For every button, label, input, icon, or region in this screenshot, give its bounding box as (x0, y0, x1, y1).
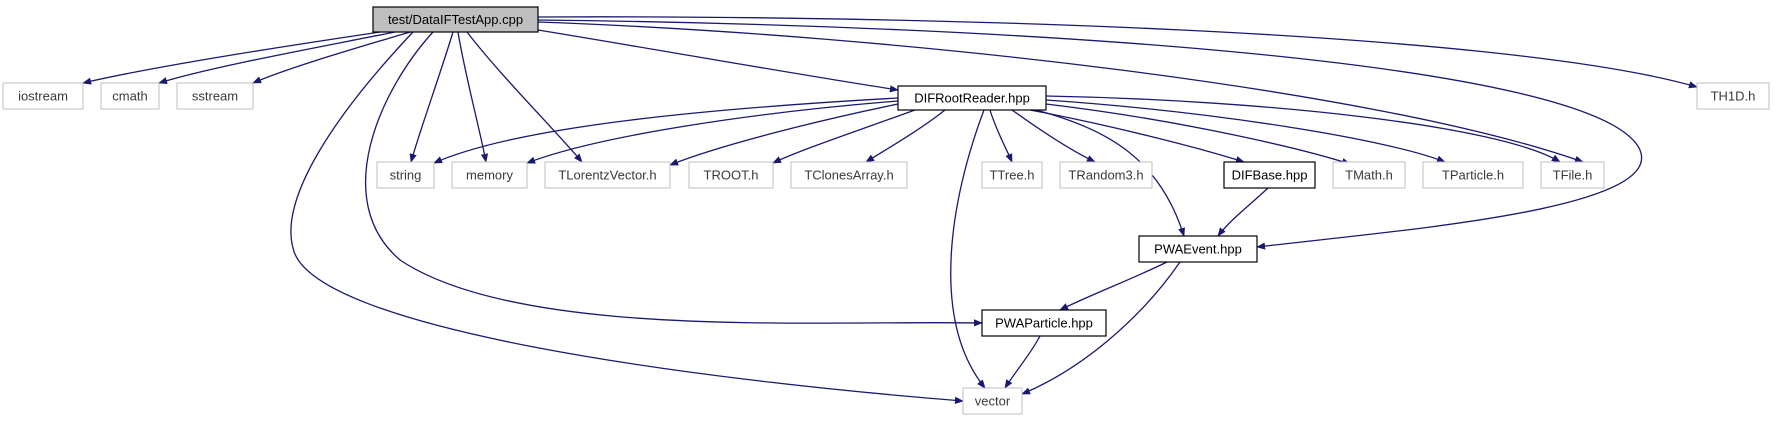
node-label-string: string (390, 168, 422, 183)
node-PWAEvent[interactable]: PWAEvent.hpp (1138, 235, 1258, 263)
node-box-TTree (981, 161, 1043, 189)
edge-DIFRootReader-to-TRandom3 (1011, 109, 1096, 163)
node-label-TParticle: TParticle.h (1442, 168, 1504, 183)
node-iostream: iostream (2, 82, 84, 110)
node-label-TH1D: TH1D.h (1711, 89, 1756, 104)
node-label-TRandom3: TRandom3.h (1068, 168, 1143, 183)
node-TLorentzVector: TLorentzVector.h (544, 161, 671, 189)
edge-test-to-sstream (252, 31, 411, 84)
edge-PWAEvent-to-PWAParticle (1059, 261, 1168, 311)
node-label-iostream: iostream (18, 89, 68, 104)
edge-DIFRootReader-to-TLorentzVector (669, 103, 899, 166)
node-string: string (376, 161, 435, 189)
node-TClonesArray: TClonesArray.h (790, 161, 908, 189)
node-box-test (372, 6, 539, 33)
edge-test-to-TH1D (537, 16, 1698, 89)
node-box-DIFBase (1223, 161, 1316, 189)
edge-DIFRootReader-to-TMath (1045, 103, 1351, 165)
node-test[interactable]: test/DataIFTestApp.cpp (372, 6, 539, 33)
node-box-PWAEvent (1138, 235, 1258, 263)
edge-test-to-PWAEvent (537, 19, 1643, 250)
node-DIFRootReader[interactable]: DIFRootReader.hpp (897, 85, 1047, 111)
edge-DIFRootReader-to-string (433, 97, 899, 164)
node-box-cmath (100, 82, 160, 110)
node-TRandom3: TRandom3.h (1059, 161, 1153, 189)
edge-test-to-DIFRootReader (537, 29, 899, 93)
node-box-TFile (1540, 161, 1605, 189)
node-DIFBase[interactable]: DIFBase.hpp (1223, 161, 1316, 189)
node-label-cmath: cmath (112, 89, 147, 104)
node-TTree: TTree.h (981, 161, 1043, 189)
node-memory: memory (451, 161, 528, 189)
edge-DIFRootReader-to-TClonesArray (865, 109, 946, 163)
edge-test-to-TFile (537, 21, 1584, 163)
node-label-TROOT: TROOT.h (704, 168, 759, 183)
node-box-TClonesArray (790, 161, 908, 189)
node-label-test: test/DataIFTestApp.cpp (388, 12, 523, 27)
node-label-TTree: TTree.h (989, 168, 1034, 183)
edge-DIFRootReader-to-PWAEvent (1035, 109, 1185, 237)
node-TH1D: TH1D.h (1696, 82, 1770, 110)
node-box-TMath (1332, 161, 1406, 189)
edge-DIFRootReader-to-TFile (1045, 95, 1561, 163)
node-box-TRandom3 (1059, 161, 1153, 189)
edge-PWAEvent-to-vector (1021, 261, 1181, 395)
node-label-vector: vector (975, 394, 1011, 409)
edge-test-to-iostream (82, 31, 381, 85)
node-label-TMath: TMath.h (1345, 168, 1393, 183)
node-vector: vector (962, 387, 1023, 415)
edge-PWAParticle-to-vector (1004, 335, 1041, 389)
node-label-TClonesArray: TClonesArray.h (804, 168, 893, 183)
edge-DIFRootReader-to-TROOT (772, 109, 916, 164)
node-sstream: sstream (176, 82, 254, 110)
node-box-TH1D (1696, 82, 1770, 110)
edge-DIFRootReader-to-memory (526, 100, 899, 164)
edge-test-to-cmath (158, 31, 396, 85)
nodes-layer: test/DataIFTestApp.cpp iostream cmath sstre… (2, 6, 1770, 415)
edge-test-to-memory (457, 31, 489, 163)
edge-DIFRootReader-to-TParticle (1045, 99, 1446, 163)
node-label-memory: memory (466, 168, 513, 183)
node-TFile: TFile.h (1540, 161, 1605, 189)
node-box-TParticle (1422, 161, 1524, 189)
node-label-sstream: sstream (192, 89, 238, 104)
node-box-TROOT (688, 161, 774, 189)
node-label-DIFBase: DIFBase.hpp (1232, 168, 1308, 183)
edges-layer (82, 16, 1698, 404)
edge-test-to-string (409, 31, 454, 163)
node-TParticle: TParticle.h (1422, 161, 1524, 189)
node-box-memory (451, 161, 528, 189)
node-PWAParticle[interactable]: PWAParticle.hpp (981, 309, 1107, 337)
edge-test-to-PWAParticle (365, 31, 983, 327)
node-box-iostream (2, 82, 84, 110)
node-TROOT: TROOT.h (688, 161, 774, 189)
node-box-TLorentzVector (544, 161, 671, 189)
edge-DIFRootReader-to-TTree (989, 109, 1013, 163)
edge-DIFBase-to-PWAEvent (1217, 187, 1269, 237)
edge-test-to-vector (290, 31, 964, 404)
node-box-sstream (176, 82, 254, 110)
node-box-DIFRootReader (897, 85, 1047, 111)
node-box-PWAParticle (981, 309, 1107, 337)
node-cmath: cmath (100, 82, 160, 110)
node-label-TFile: TFile.h (1553, 168, 1593, 183)
node-box-string (376, 161, 435, 189)
edge-DIFRootReader-to-DIFBase (1029, 109, 1245, 163)
edge-DIFRootReader-to-vector (950, 109, 986, 389)
node-TMath: TMath.h (1332, 161, 1406, 189)
node-label-PWAEvent: PWAEvent.hpp (1154, 242, 1242, 257)
node-label-TLorentzVector: TLorentzVector.h (558, 168, 656, 183)
node-label-PWAParticle: PWAParticle.hpp (995, 316, 1093, 331)
edge-test-to-TLorentzVector (466, 31, 583, 163)
node-label-DIFRootReader: DIFRootReader.hpp (914, 91, 1030, 106)
node-box-vector (962, 387, 1023, 415)
